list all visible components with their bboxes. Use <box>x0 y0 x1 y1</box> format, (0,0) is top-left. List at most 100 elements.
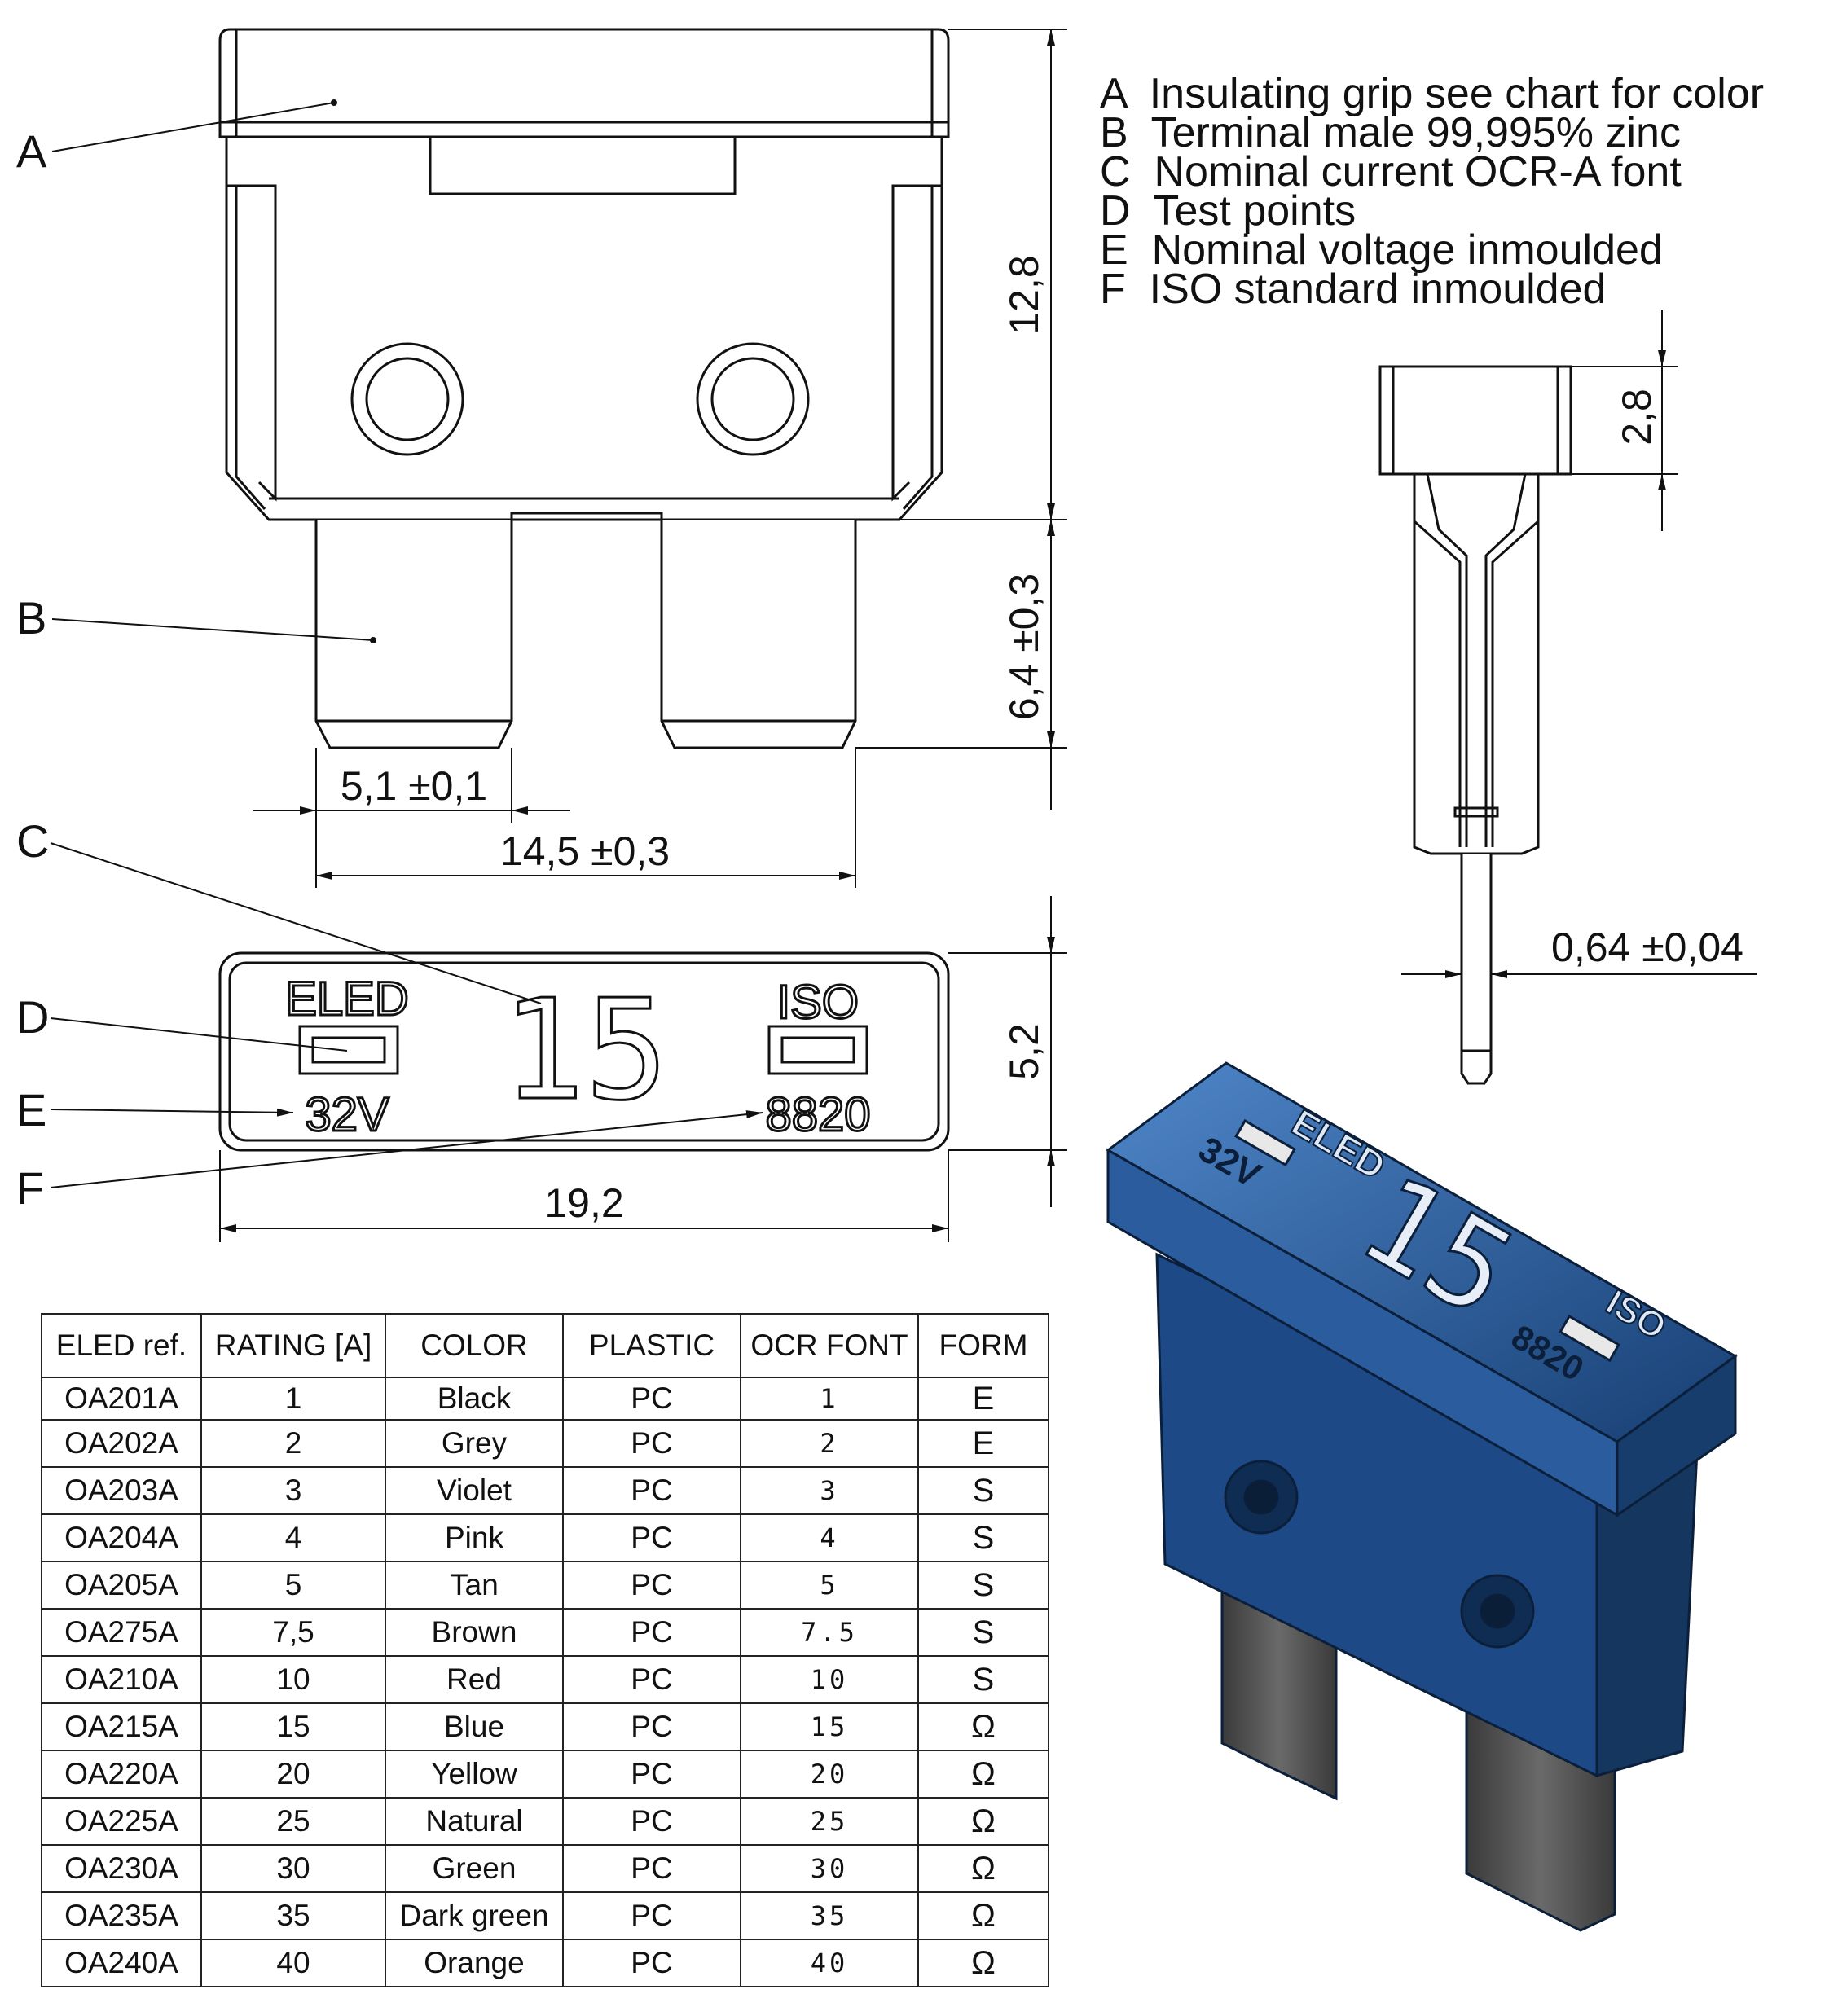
table-cell-plastic: PC <box>562 1891 741 1940</box>
table-cell-form: Ω <box>917 1702 1049 1751</box>
table-header-color: COLOR <box>385 1313 564 1378</box>
table-cell-ref: OA204A <box>41 1513 202 1562</box>
rating-table: ELED ref. RATING [A] COLOR PLASTIC OCR F… <box>41 1313 1049 1987</box>
top-view <box>218 951 950 1152</box>
table-cell-ocr-font: 25 <box>740 1797 919 1846</box>
table-cell-ocr-font: 5 <box>740 1561 919 1610</box>
table-cell-ref: OA215A <box>41 1702 202 1751</box>
table-cell-color: Blue <box>385 1702 564 1751</box>
table-cell-ocr-font: 40 <box>740 1939 919 1987</box>
callout-b: B <box>16 592 46 643</box>
dim-top-height: 5,2 <box>1001 1023 1047 1080</box>
callout-e: E <box>16 1084 46 1135</box>
test-point-left <box>350 342 464 456</box>
table-cell-plastic: PC <box>562 1419 741 1468</box>
table-cell-form: Ω <box>917 1939 1049 1987</box>
table-cell-form: S <box>917 1466 1049 1515</box>
table-cell-ref: OA202A <box>41 1419 202 1468</box>
dim-body-height: 12,8 <box>1001 255 1047 334</box>
table-cell-rating: 3 <box>200 1466 386 1515</box>
front-view <box>218 28 950 749</box>
table-cell-rating: 40 <box>200 1939 386 1987</box>
table-header-plastic: PLASTIC <box>562 1313 741 1378</box>
side-view <box>1378 365 1572 1085</box>
top-brand: ELED <box>285 973 409 1026</box>
table-cell-ref: OA240A <box>41 1939 202 1987</box>
table-cell-ocr-font: 3 <box>740 1466 919 1515</box>
table-header-row: ELED ref. RATING [A] COLOR PLASTIC OCR F… <box>41 1313 1049 1378</box>
table-cell-rating: 5 <box>200 1561 386 1610</box>
blade-left <box>314 520 513 749</box>
table-cell-ref: OA210A <box>41 1655 202 1704</box>
table-cell-plastic: PC <box>562 1844 741 1893</box>
test-point-d <box>298 1025 399 1075</box>
callout-c: C <box>16 815 49 867</box>
test-point-right <box>696 342 810 456</box>
table-cell-ocr-font: 10 <box>740 1655 919 1704</box>
blade-right <box>660 520 857 749</box>
render-top-side <box>1616 1354 1737 1517</box>
table-cell-ocr-font: 2 <box>740 1419 919 1468</box>
table-cell-ref: OA230A <box>41 1844 202 1893</box>
dim-grip-thickness: 2,8 <box>1614 389 1660 446</box>
table-cell-form: S <box>917 1513 1049 1562</box>
table-cell-color: Black <box>385 1377 564 1421</box>
side-grip <box>1378 365 1572 476</box>
top-current: 15 <box>502 970 669 1131</box>
table-cell-color: Violet <box>385 1466 564 1515</box>
top-callouts <box>50 842 763 1188</box>
table-cell-ref: OA275A <box>41 1608 202 1657</box>
callout-a: A <box>16 125 47 177</box>
table-cell-color: Natural <box>385 1797 564 1846</box>
table-header-ref: ELED ref. <box>41 1313 202 1378</box>
table-cell-ref: OA225A <box>41 1797 202 1846</box>
table-cell-plastic: PC <box>562 1939 741 1987</box>
table-cell-rating: 30 <box>200 1844 386 1893</box>
table-cell-ocr-font: 20 <box>740 1750 919 1799</box>
table-cell-rating: 2 <box>200 1419 386 1468</box>
dim-blade-width: 5,1 ±0,1 <box>341 763 487 809</box>
top-dimensions <box>219 896 1067 1242</box>
callout-f: F <box>16 1162 44 1214</box>
side-body <box>1413 474 1540 855</box>
grip-body <box>225 137 943 521</box>
grip-top <box>218 28 950 138</box>
test-point-iso <box>767 1025 868 1075</box>
table-cell-rating: 20 <box>200 1750 386 1799</box>
table-cell-plastic: PC <box>562 1513 741 1562</box>
dim-overall-width: 19,2 <box>544 1180 623 1226</box>
legend-line-d: D Test points <box>1100 187 1356 235</box>
table-cell-color: Red <box>385 1655 564 1704</box>
table-cell-ocr-font: 4 <box>740 1513 919 1562</box>
front-callouts <box>51 99 376 643</box>
table-cell-rating: 35 <box>200 1891 386 1940</box>
table-cell-ref: OA203A <box>41 1466 202 1515</box>
table-cell-form: S <box>917 1655 1049 1704</box>
table-cell-color: Pink <box>385 1513 564 1562</box>
top-iso-number: 8820 <box>765 1088 870 1141</box>
table-cell-ref: OA220A <box>41 1750 202 1799</box>
table-cell-rating: 4 <box>200 1513 386 1562</box>
table-cell-form: Ω <box>917 1891 1049 1940</box>
table-cell-plastic: PC <box>562 1797 741 1846</box>
table-header-ocr-font: OCR FONT <box>740 1313 919 1378</box>
callout-d: D <box>16 991 49 1043</box>
legend-line-c: C Nominal current OCR-A font <box>1100 148 1682 195</box>
table-cell-plastic: PC <box>562 1608 741 1657</box>
table-cell-rating: 10 <box>200 1655 386 1704</box>
table-cell-color: Green <box>385 1844 564 1893</box>
table-cell-form: Ω <box>917 1844 1049 1893</box>
table-cell-rating: 15 <box>200 1702 386 1751</box>
table-header-form: FORM <box>917 1313 1049 1378</box>
